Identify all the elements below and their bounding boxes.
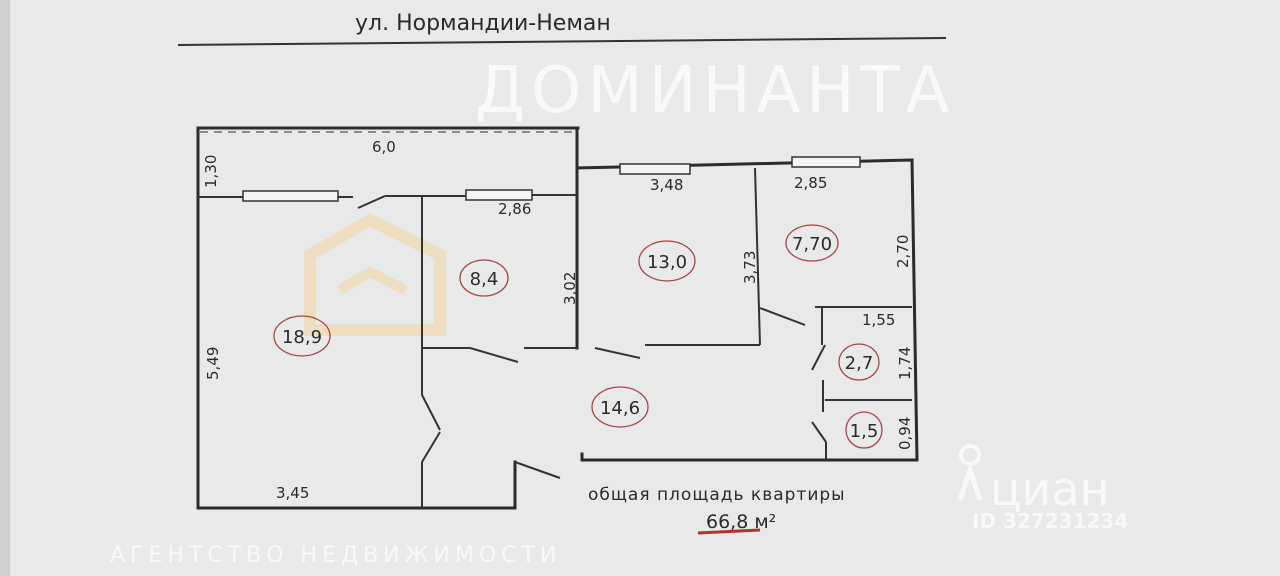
dim-wc-height: 0,94 — [896, 417, 914, 450]
total-area-label: общая площадь квартиры — [588, 485, 846, 505]
total-area-value: 66,8 м² — [706, 511, 776, 533]
area-ring — [845, 411, 883, 449]
total-underline — [697, 528, 761, 535]
street-label: ул. Нормандии-Неман — [355, 11, 611, 36]
dim-room3-height: 3,73 — [741, 251, 759, 284]
cian-watermark: циан — [990, 462, 1109, 516]
dim-balcony-length: 6,0 — [372, 138, 396, 156]
balcony-door — [357, 195, 386, 209]
area-ring — [838, 343, 880, 381]
dim-room2-height: 3,02 — [561, 272, 579, 305]
dim-balcony-depth: 1,30 — [202, 155, 220, 188]
dim-room3-width: 3,48 — [650, 176, 683, 194]
window — [465, 189, 533, 201]
area-ring — [785, 224, 839, 262]
photo-edge — [0, 0, 10, 576]
location-pin-icon — [957, 444, 983, 501]
door-bath — [811, 344, 826, 371]
area-ring — [638, 240, 696, 282]
dim-kitchen-width: 2,85 — [794, 174, 827, 192]
door-kitchen — [759, 307, 806, 326]
watermark-tagline: АГЕНТСТВО НЕДВИЖИМОСТИ — [110, 543, 561, 568]
area-wc: 1,5 — [850, 421, 879, 442]
dim-room2-width: 2,86 — [498, 200, 531, 218]
dim-kitchen-height: 2,70 — [894, 235, 912, 268]
dim-room1-width: 3,45 — [276, 484, 309, 502]
area-bath: 2,7 — [845, 353, 874, 374]
area-room1: 18,9 — [282, 327, 322, 348]
watermark-brand: ДОМИНАНТА — [475, 54, 955, 128]
agency-logo-watermark — [304, 213, 446, 336]
entrance-door — [514, 461, 561, 479]
area-room3: 13,0 — [647, 252, 687, 273]
door-room1 — [421, 394, 441, 431]
door-wc — [811, 421, 827, 443]
dim-room1-height: 5,49 — [204, 347, 222, 380]
door-leaf — [421, 431, 441, 463]
dim-bath-height: 1,74 — [896, 347, 914, 380]
area-room2: 8,4 — [470, 269, 499, 290]
window — [242, 190, 339, 202]
area-ring — [459, 259, 509, 297]
street-line — [177, 37, 947, 46]
window — [791, 156, 861, 168]
window — [619, 163, 691, 175]
dim-bath-width: 1,55 — [862, 311, 895, 329]
area-ring — [273, 315, 331, 357]
door-room2 — [469, 347, 519, 363]
area-kitchen: 7,70 — [792, 234, 832, 255]
area-hall: 14,6 — [600, 398, 640, 419]
area-ring — [591, 386, 649, 428]
listing-id-watermark: ID 327231234 — [972, 509, 1128, 533]
outer-wall-left — [196, 126, 517, 510]
wall-room3-kitchen — [754, 167, 761, 346]
door-room3 — [594, 347, 641, 359]
